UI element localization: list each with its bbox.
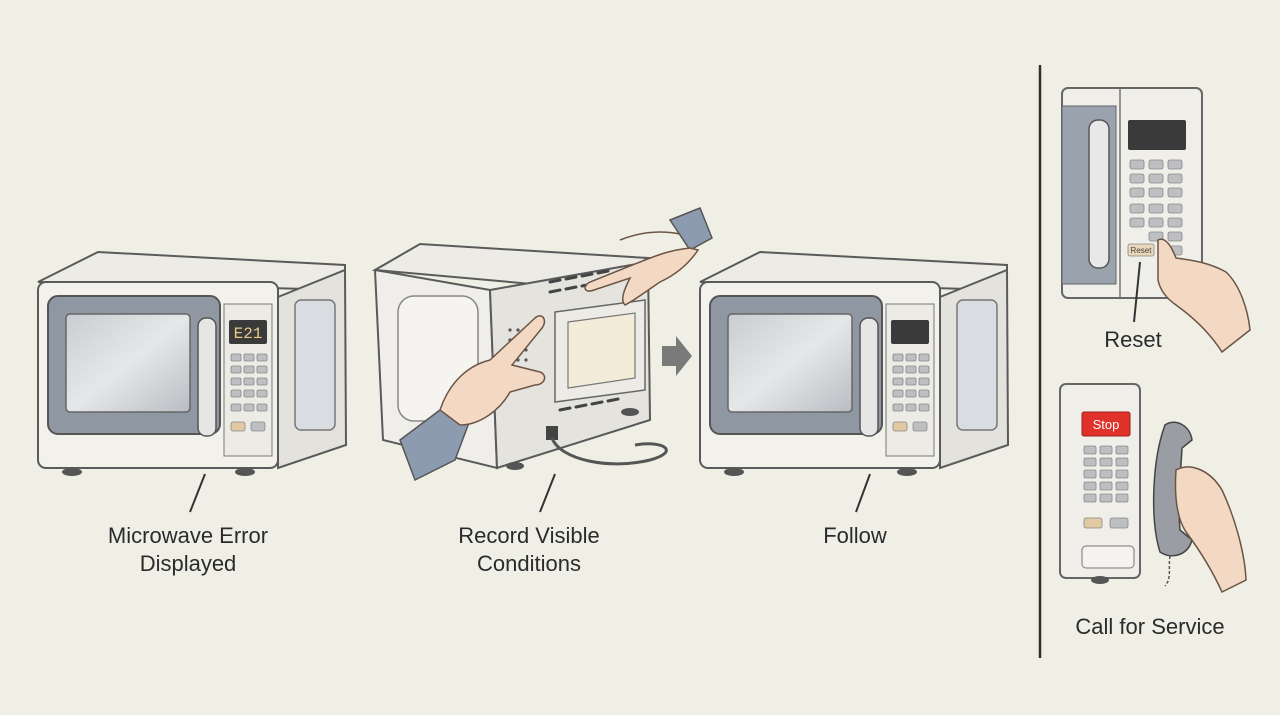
pointing-hand-icon — [584, 207, 713, 306]
microwave-error-icon — [37, 250, 348, 513]
step-label-line: Conditions — [477, 551, 581, 576]
reset-panel-icon — [1061, 87, 1251, 354]
arrow-right-icon — [662, 336, 692, 376]
stop-button: Stop — [1093, 417, 1120, 432]
outcome-label-reset: Reset — [1104, 327, 1162, 352]
reset-button: Reset — [1131, 246, 1153, 255]
phone-handset-icon — [1152, 421, 1247, 594]
step-label-error: Microwave Error Displayed — [78, 522, 298, 578]
step-label-line: Microwave Error — [107, 523, 269, 548]
step-label-line: Displayed — [139, 551, 237, 576]
service-panel-icon — [1059, 383, 1141, 584]
step-label-record: Record Visible Conditions — [419, 522, 639, 578]
step-label-line: Record Visible — [458, 523, 600, 548]
error-code-display: E21 — [234, 325, 263, 343]
microwave-icon — [699, 250, 1010, 513]
outcome-label-service: Call for Service — [1075, 614, 1225, 639]
pointing-hand-icon — [399, 315, 546, 482]
microwave-back-icon — [371, 242, 668, 513]
step-label-follow: Follow — [823, 523, 887, 548]
